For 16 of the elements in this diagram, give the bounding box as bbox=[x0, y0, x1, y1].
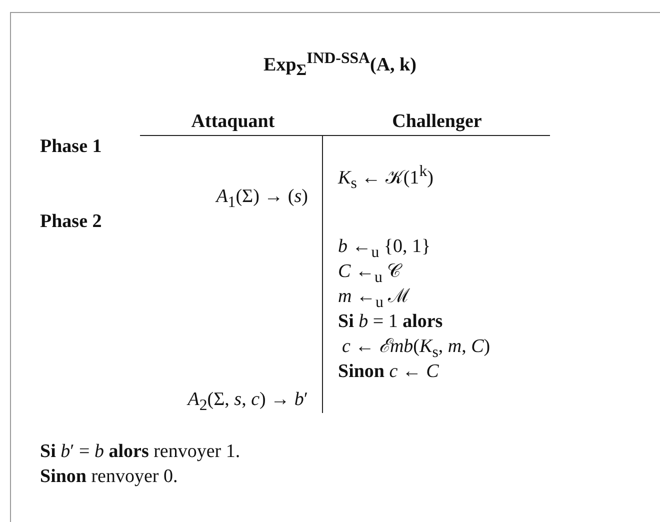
result-text: Si b′ = b alors renvoyer 1. bbox=[40, 441, 240, 463]
column-header: Attaquant bbox=[191, 111, 275, 133]
result-text: Sinon renvoyer 0. bbox=[40, 466, 178, 488]
step-text: A$_{1}$(Σ) → (s) bbox=[216, 186, 308, 213]
phase-label: Phase 1 bbox=[40, 136, 102, 158]
step-text: c ← ℰmb(K$_{s}$, m, C) bbox=[342, 336, 490, 363]
step-text: A$_{2}$(Σ, s, c) → b′ bbox=[188, 389, 308, 416]
step-text: Si b = 1 alors bbox=[338, 311, 443, 333]
step-text: b ←$_{u}$ {0, 1} bbox=[338, 236, 431, 263]
step-text: Sinon c ← C bbox=[338, 361, 439, 383]
phase-label: Phase 2 bbox=[40, 211, 102, 233]
step-text: K$_{s}$ ← 𝒦(1$^{k}$) bbox=[338, 162, 434, 194]
column-header: Challenger bbox=[392, 111, 482, 133]
diagram-title: Exp$_{Σ}$$^{IND-SSA}$(A, k) bbox=[264, 49, 416, 82]
step-text: C ←$_{u}$ 𝒞 bbox=[338, 261, 402, 288]
step-text: m ←$_{u}$ ℳ bbox=[338, 286, 410, 313]
